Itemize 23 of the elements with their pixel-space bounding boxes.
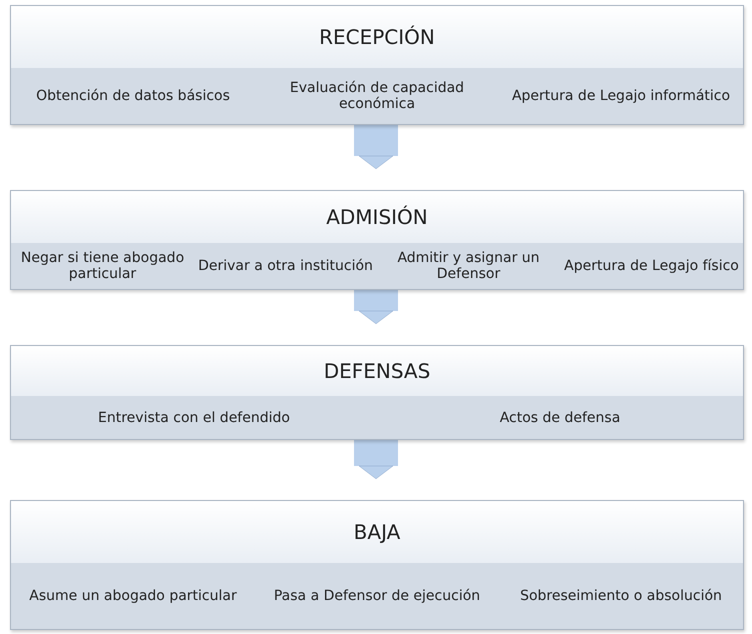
task-text: Apertura de Legajo informático	[510, 88, 732, 104]
task-text: Pasa a Defensor de ejecución	[272, 588, 482, 604]
stage-band	[10, 500, 744, 630]
stage-title: RECEPCIÓN	[319, 25, 435, 49]
task-text: Asume un abogado particular	[28, 588, 238, 604]
task-text: Negar si tiene abogado particular	[20, 250, 186, 282]
stage-band	[10, 345, 744, 440]
task-text: Actos de defensa	[498, 410, 622, 426]
task-text: Admitir y asignar un Defensor	[396, 250, 541, 282]
stage-title: ADMISIÓN	[326, 205, 428, 229]
task-text: Evaluación de capacidad económica	[288, 80, 466, 112]
stage-band	[10, 190, 744, 290]
block-arrow	[354, 440, 398, 480]
stage-band	[10, 5, 744, 125]
task-text: Apertura de Legajo físico	[563, 258, 740, 274]
task-text: Derivar a otra institución	[197, 258, 374, 274]
block-arrow	[354, 290, 398, 324]
stage-title: BAJA	[354, 520, 400, 544]
stage-title: DEFENSAS	[324, 359, 430, 383]
task-text: Sobreseimiento o absolución	[519, 588, 723, 604]
task-text: Obtención de datos básicos	[35, 88, 231, 104]
block-arrow	[354, 125, 398, 170]
task-text: Entrevista con el defendido	[97, 410, 291, 426]
